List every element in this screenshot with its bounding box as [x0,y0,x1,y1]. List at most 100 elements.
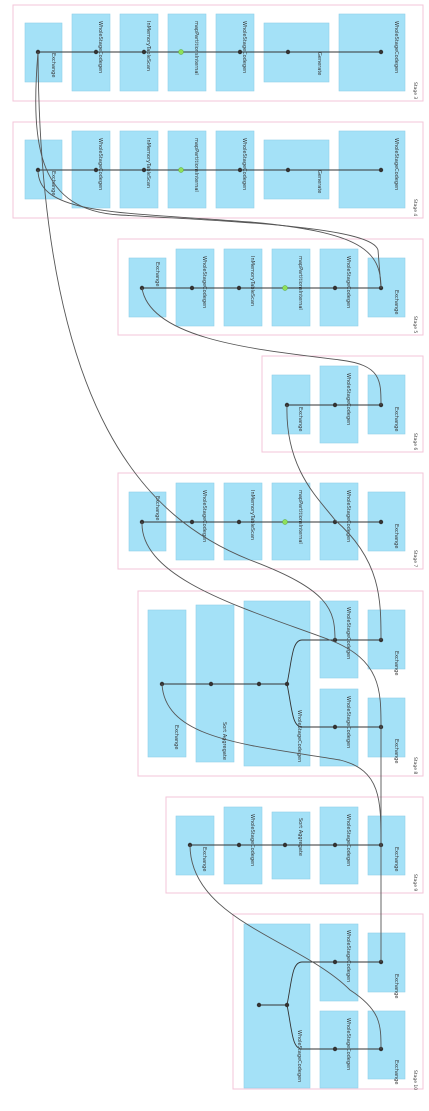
generate-node[interactable] [263,22,330,83]
op-dot [236,842,242,848]
table-scan-node[interactable] [119,13,159,92]
stage-label: Stage 7 [412,550,418,567]
codegen-node[interactable] [319,365,359,444]
op-dot [285,49,291,55]
op-dot [237,167,243,173]
generate-node[interactable] [263,139,330,200]
node-label: WholeStageCodegen [345,607,351,659]
exchange-node[interactable] [367,257,406,318]
codegen-node[interactable] [215,130,255,209]
op-dot [332,402,338,408]
map-partitions-node[interactable] [271,482,311,561]
codegen-node[interactable] [319,600,359,679]
map-partitions-node[interactable] [167,13,207,92]
exchange-node[interactable] [24,139,63,200]
exchange-node[interactable] [367,1010,406,1080]
shuffle-edge [37,51,336,641]
exchange-node[interactable] [367,815,406,876]
op-dot [141,167,147,173]
node-label: WholeStageCodegen [345,373,351,425]
node-label: Exchange [393,739,399,763]
codegen-node[interactable] [319,688,359,767]
node-label: mapPartitionsInternal [193,21,199,75]
stage-7: Exchange WholeStageCodegen InMemoryTable… [117,472,424,570]
pipeline-edge [286,639,381,685]
op-dot [141,49,147,55]
node-label: Exchange [393,524,399,548]
node-label: InMemoryTableScan [145,21,151,71]
codegen-node[interactable] [71,13,111,92]
exchange-node[interactable] [367,932,406,993]
exchange-node[interactable] [367,697,406,758]
op-dot [284,681,290,687]
pipeline-edge [286,961,381,1006]
op-dot [256,681,262,687]
exchange-node[interactable] [367,491,406,552]
node-label: Generate [316,52,322,75]
codegen-node[interactable] [319,806,359,885]
stage-5: Exchange WholeStageCodegen InMemoryTable… [117,238,424,336]
op-dot [378,49,384,55]
exchange-node[interactable] [271,374,311,435]
sort-aggregate-node[interactable] [195,604,235,763]
shuffle-edge [161,683,382,846]
node-label: Exchange [154,496,160,520]
node-label: WholeStageCodegen [345,696,351,748]
exchange-node[interactable] [367,374,406,435]
cached-op-dot [178,49,184,55]
node-label: Exchange [393,290,399,314]
codegen-node[interactable] [319,248,359,327]
op-dot [332,1046,338,1052]
table-scan-node[interactable] [223,248,263,327]
stage-label: Stage 9 [412,874,418,891]
stage-10: WholeStageCodegen WholeStageCodegen Exch… [232,913,424,1090]
exchange-node[interactable] [24,22,63,83]
node-label: WholeStageCodegen [249,814,255,866]
codegen-node[interactable] [319,1010,359,1089]
codegen-node[interactable] [175,248,215,327]
sort-aggregate-node[interactable] [271,811,311,880]
codegen-node[interactable] [71,130,111,209]
op-dot [189,285,195,291]
table-scan-node[interactable] [223,482,263,561]
node-label: WholeStageCodegen [201,256,207,308]
exchange-node[interactable] [175,815,215,876]
codegen-node[interactable] [319,923,359,1002]
cached-op-dot [282,519,288,525]
node-label: mapPartitionsInternal [297,490,303,544]
codegen-node[interactable] [215,13,255,92]
node-label: WholeStageCodegen [296,710,302,762]
codegen-node[interactable] [338,130,406,209]
exchange-node[interactable] [147,609,187,758]
node-label: Exchange [50,53,56,77]
op-dot [237,49,243,55]
exchange-node[interactable] [367,609,406,670]
node-label: WholeStageCodegen [241,21,247,73]
node-label: WholeStageCodegen [345,814,351,866]
op-dot [208,681,214,687]
codegen-node[interactable] [319,482,359,561]
op-dot [378,167,384,173]
node-label: Exchange [393,1060,399,1084]
op-dot [285,167,291,173]
table-scan-node[interactable] [119,130,159,209]
node-label: WholeStageCodegen [345,490,351,542]
node-label: InMemoryTableScan [249,256,255,306]
node-label: WholeStageCodegen [97,138,103,190]
shuffle-edge [141,521,382,728]
node-label: Exchange [393,407,399,431]
op-dot [93,49,99,55]
codegen-node[interactable] [223,806,263,885]
node-label: mapPartitionsInternal [297,256,303,310]
op-dot [284,1002,290,1008]
exchange-node[interactable] [128,257,167,318]
map-partitions-node[interactable] [167,130,207,209]
node-label: Sort Aggregate [221,722,227,760]
node-label: WholeStageCodegen [345,1018,351,1070]
stage-3: Exchange WholeStageCodegen InMemoryTable… [12,4,424,102]
map-partitions-node[interactable] [271,248,311,327]
shuffle-edge [37,169,382,289]
op-dot [256,1002,262,1008]
codegen-node[interactable] [338,13,406,92]
codegen-node[interactable] [243,923,311,1089]
